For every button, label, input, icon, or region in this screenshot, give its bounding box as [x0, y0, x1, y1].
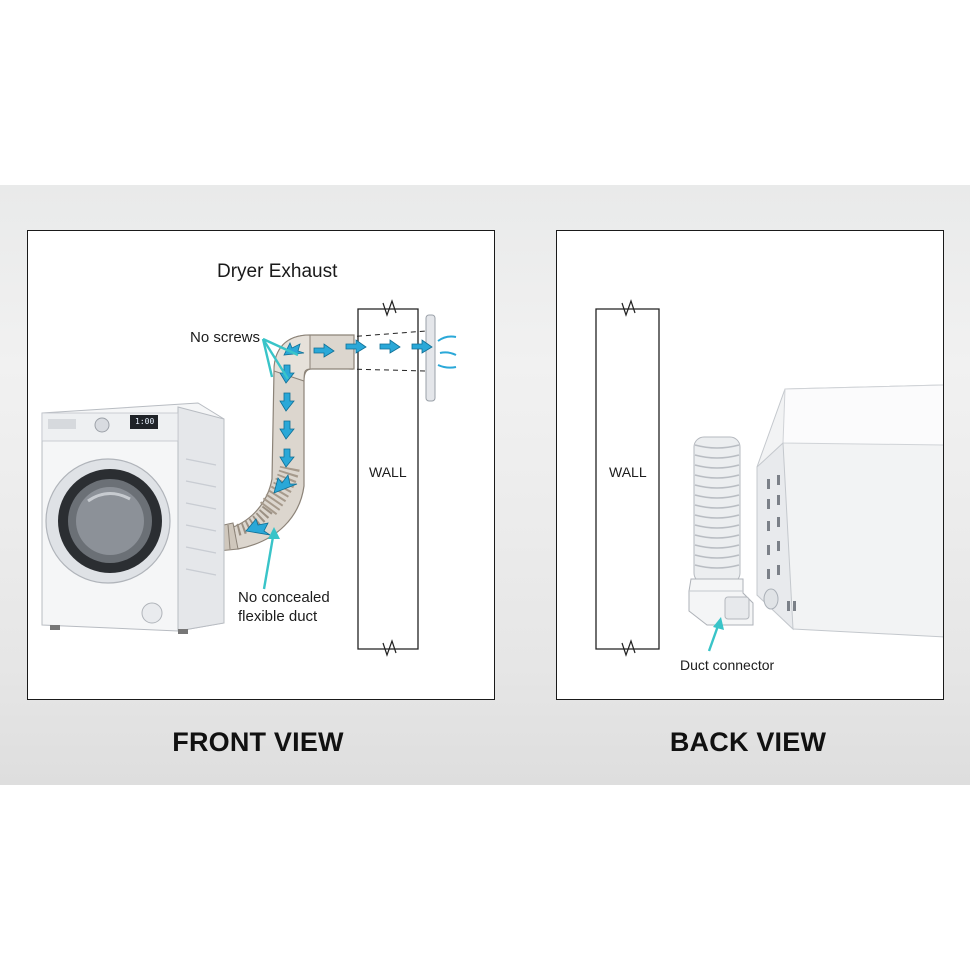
front-view-panel: Dryer Exhaust No screws No concealed fle… [27, 230, 495, 700]
callout-no-screws: No screws [190, 329, 261, 346]
front-view-title: Dryer Exhaust [217, 261, 338, 282]
callout-screws-lines [261, 337, 299, 380]
front-wall [357, 299, 419, 657]
duct-through-wall [347, 330, 427, 372]
back-wall [595, 299, 660, 657]
callout-connector-arrow [707, 617, 724, 652]
duct-connector-part [688, 578, 754, 626]
wall-vent-cover [425, 314, 436, 402]
callout-no-concealed-line1: No concealed [238, 589, 330, 606]
back-wall-label: WALL [609, 464, 647, 480]
callout-duct-connector: Duct connector [680, 657, 775, 673]
back-view-caption: BACK VIEW [669, 727, 827, 757]
front-view-caption: FRONT VIEW [172, 727, 344, 757]
exhaust-air-icon [437, 335, 457, 369]
dryer-display-readout: 1:00 [135, 417, 155, 426]
callout-no-concealed-line2: flexible duct [238, 608, 318, 625]
flexible-duct-hose [693, 436, 741, 584]
dryer-machine [41, 402, 225, 634]
dryer-back-unit [756, 384, 943, 638]
back-view-illustration [595, 299, 943, 657]
airflow-arrows [245, 339, 433, 536]
front-view-illustration [41, 299, 457, 657]
front-wall-label: WALL [369, 464, 407, 480]
callout-duct-arrow [262, 527, 280, 590]
back-view-panel: WALL Duct connector [556, 230, 944, 700]
